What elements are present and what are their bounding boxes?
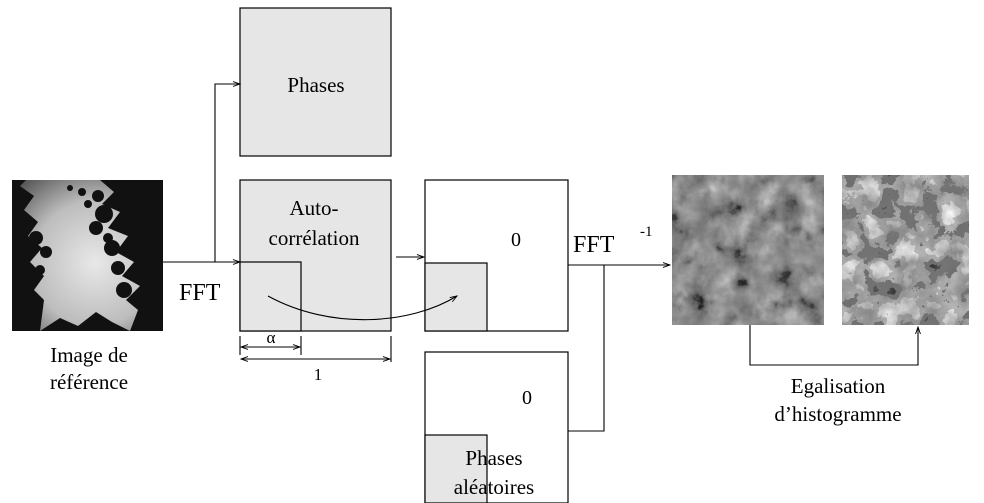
fft-to-phases-arrow — [214, 84, 240, 262]
random-phases-label-line1: Phases — [465, 446, 522, 470]
autocorr-label-line2: corrélation — [269, 226, 360, 250]
equalization-label-line2: d’histogramme — [774, 402, 901, 426]
zero-padded-window — [424, 262, 488, 332]
phases-box — [239, 7, 392, 157]
ifft-label: FFT — [573, 232, 615, 258]
one-label: 1 — [314, 365, 323, 384]
random-phases-join — [568, 265, 605, 432]
alpha-subwindow — [239, 261, 302, 332]
window-copy-arrow — [267, 296, 457, 321]
reference-image — [12, 180, 163, 331]
equalization-label-line1: Egalisation — [791, 374, 886, 398]
zero-label-top: 0 — [511, 229, 521, 251]
zero-label-bottom: 0 — [522, 387, 532, 409]
autocorr-label-line1: Auto- — [290, 196, 339, 220]
random-phase-window — [424, 434, 488, 503]
zero-padded-box — [424, 179, 569, 332]
equalization-arrow — [749, 325, 918, 366]
reference-label-line2: référence — [50, 370, 128, 394]
fft-label: FFT — [179, 280, 221, 306]
random-phases-label-line2: aléatoires — [454, 475, 534, 499]
ifft-exponent: -1 — [640, 224, 653, 240]
alpha-label: α — [267, 328, 276, 347]
synthesized-texture — [672, 175, 824, 325]
phases-label: Phases — [287, 73, 344, 97]
equalized-texture — [842, 175, 969, 325]
reference-label-line1: Image de — [50, 343, 128, 367]
